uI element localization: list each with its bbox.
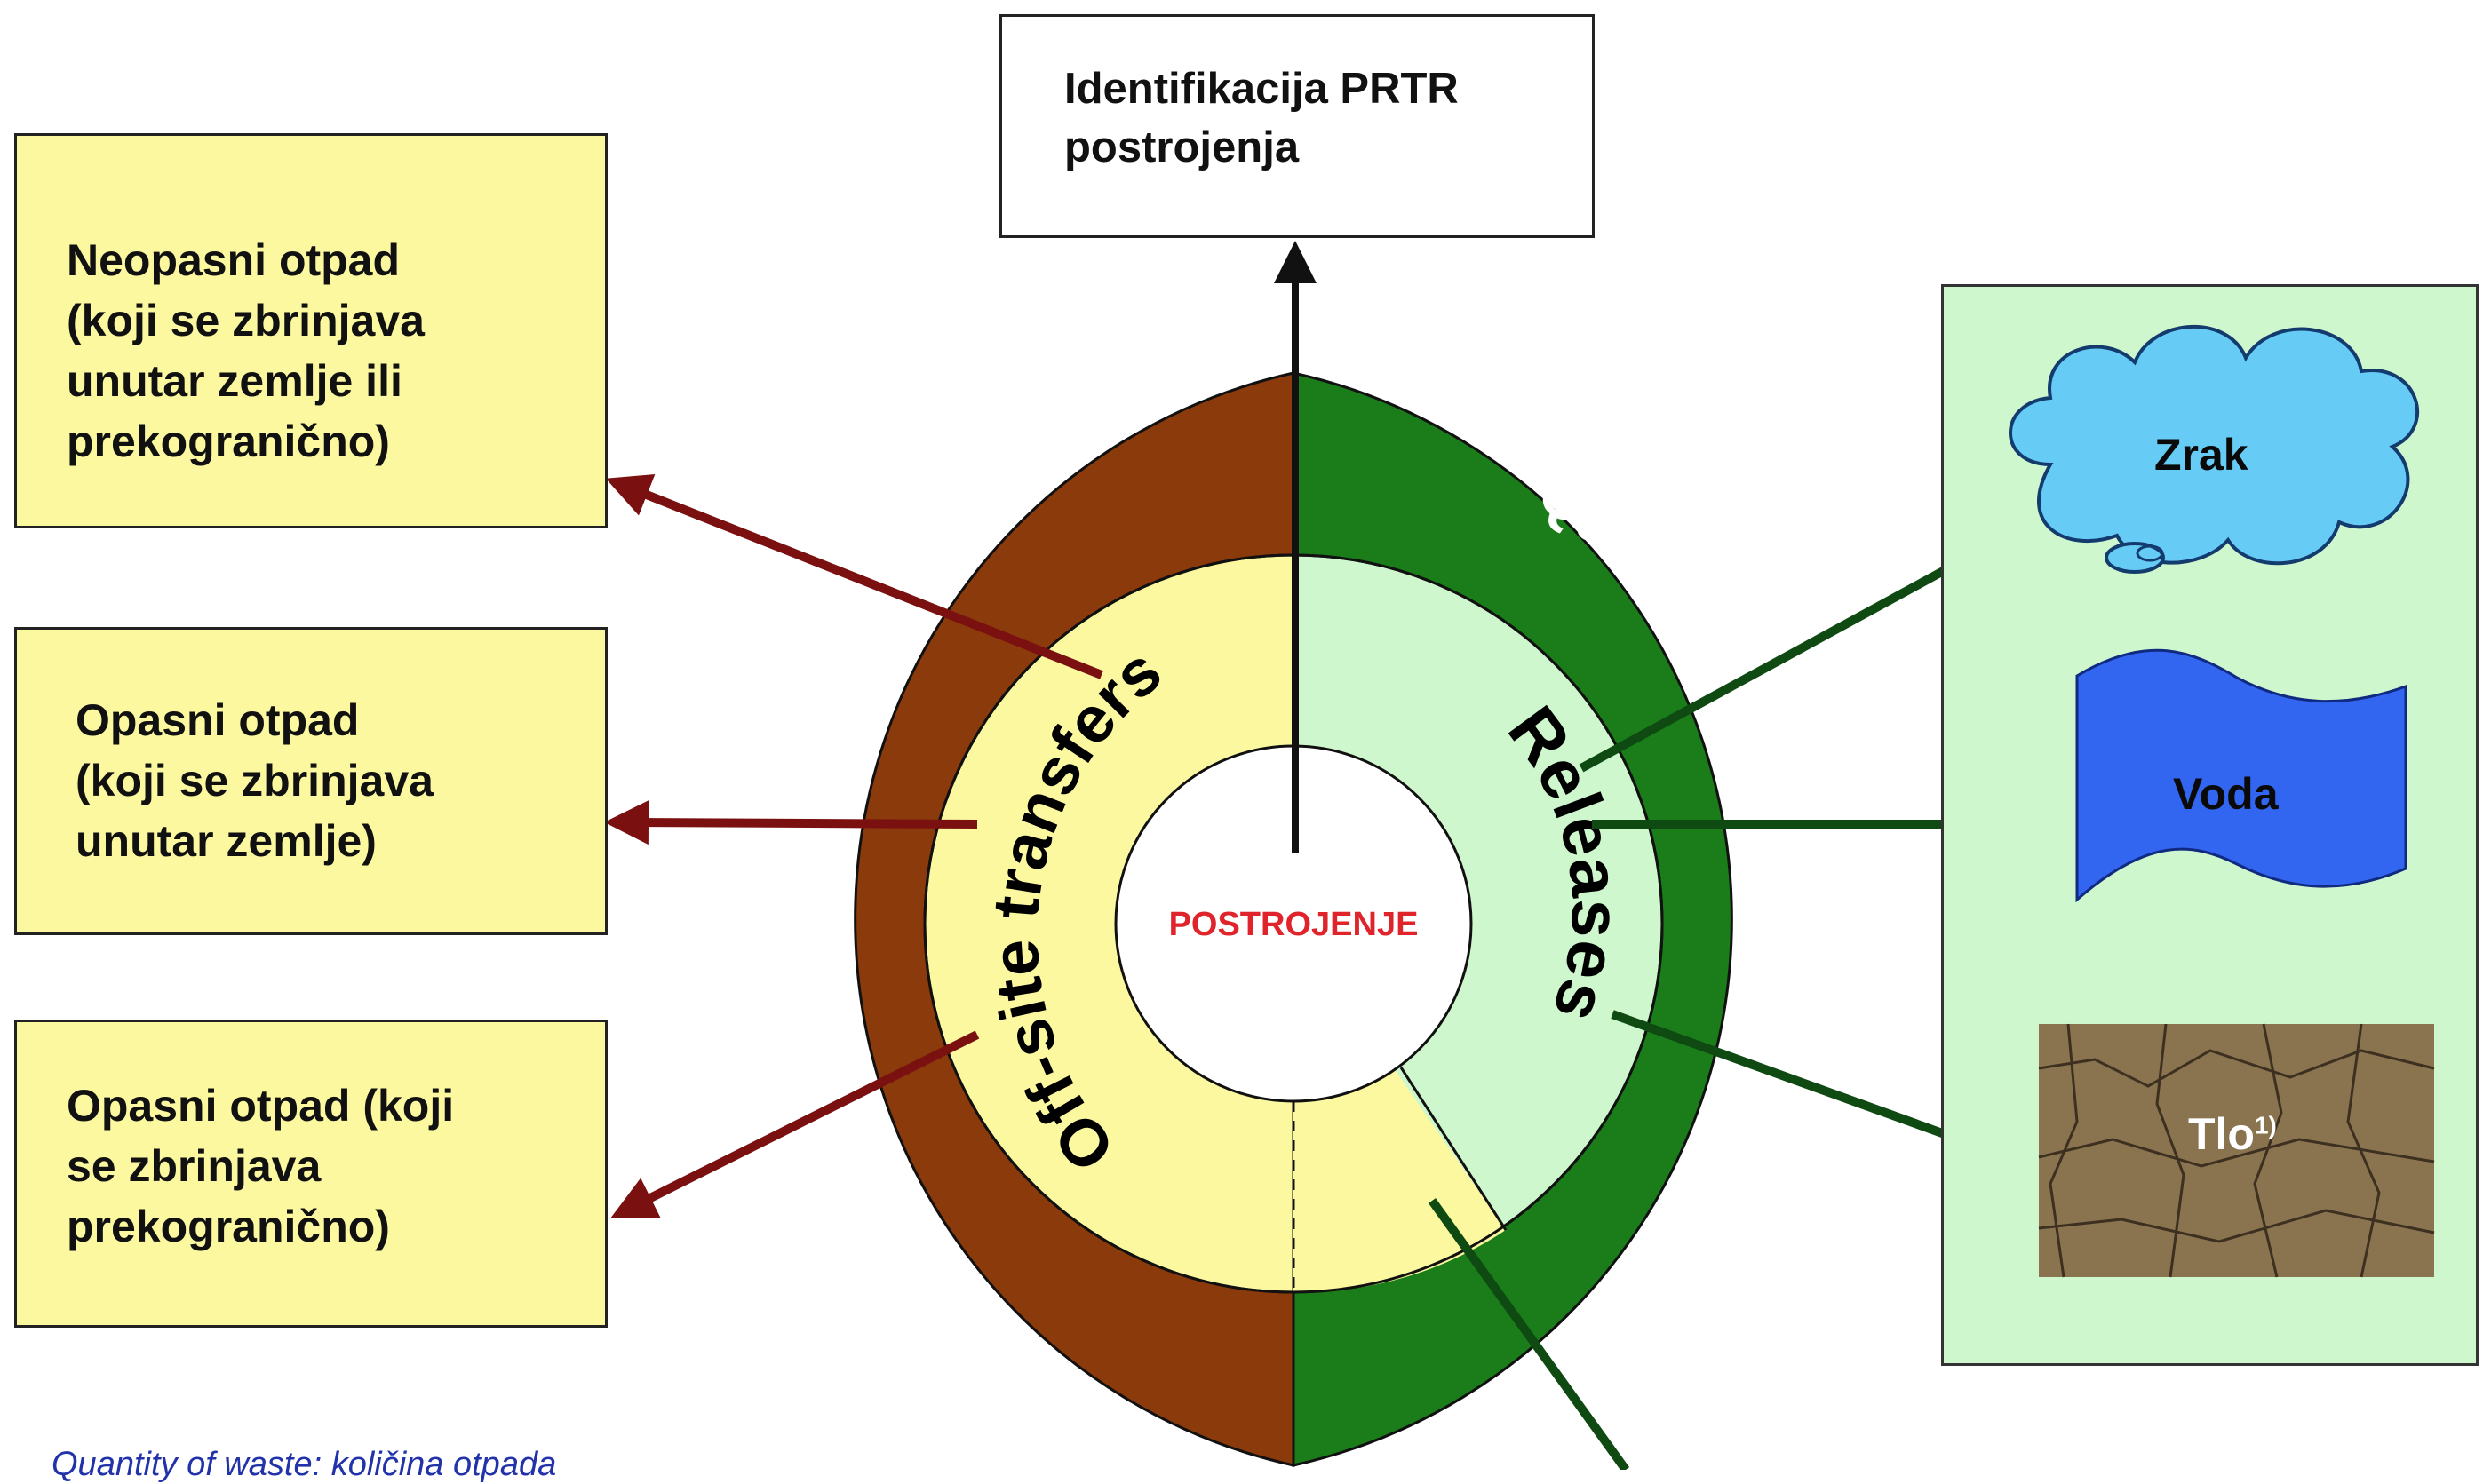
- arrow-to-waste2: [604, 800, 978, 845]
- prtr-identification-box: Identifikacija PRTR postrojenja: [999, 14, 1595, 238]
- air-label: Zrak: [2154, 430, 2248, 480]
- hazardous-waste-domestic-text: Opasni otpad (koji se zbrinjava unutar z…: [76, 695, 434, 866]
- soil-footnote-marker: 1): [2254, 1111, 2277, 1139]
- environment-panel: Zrak Voda Tlo1): [1941, 284, 2479, 1366]
- soil-icon: [2038, 1023, 2435, 1278]
- soil-label: Tlo1): [2188, 1108, 2277, 1160]
- water-label: Voda: [2173, 769, 2279, 819]
- hazardous-waste-domestic-box: Opasni otpad (koji se zbrinjava unutar z…: [14, 627, 608, 935]
- non-hazardous-waste-box: Neopasni otpad (koji se zbrinjava unutar…: [14, 133, 608, 528]
- soil-label-text: Tlo: [2188, 1109, 2255, 1159]
- prtr-identification-text: Identifikacija PRTR postrojenja: [1064, 65, 1459, 171]
- environment-graphics: [2009, 325, 2435, 1278]
- arrow-to-waste3: [610, 1030, 980, 1218]
- arrow-to-waste1: [605, 473, 1103, 679]
- cloud-icon: [2009, 325, 2419, 574]
- hazardous-waste-transboundary-box: Opasni otpad (koji se zbrinjava prekogra…: [14, 1020, 608, 1328]
- footnote: Quantity of waste: količina otpada: [52, 1446, 557, 1483]
- center-label: POSTROJENJE: [1169, 906, 1419, 943]
- water-icon: [2075, 648, 2407, 903]
- arrow-downward: [1428, 1198, 1630, 1470]
- non-hazardous-waste-text: Neopasni otpad (koji se zbrinjava unutar…: [67, 235, 425, 466]
- outer-left-label: Quantity of waste: [712, 542, 871, 1086]
- hazardous-waste-transboundary-text: Opasni otpad (koji se zbrinjava prekogra…: [67, 1081, 455, 1251]
